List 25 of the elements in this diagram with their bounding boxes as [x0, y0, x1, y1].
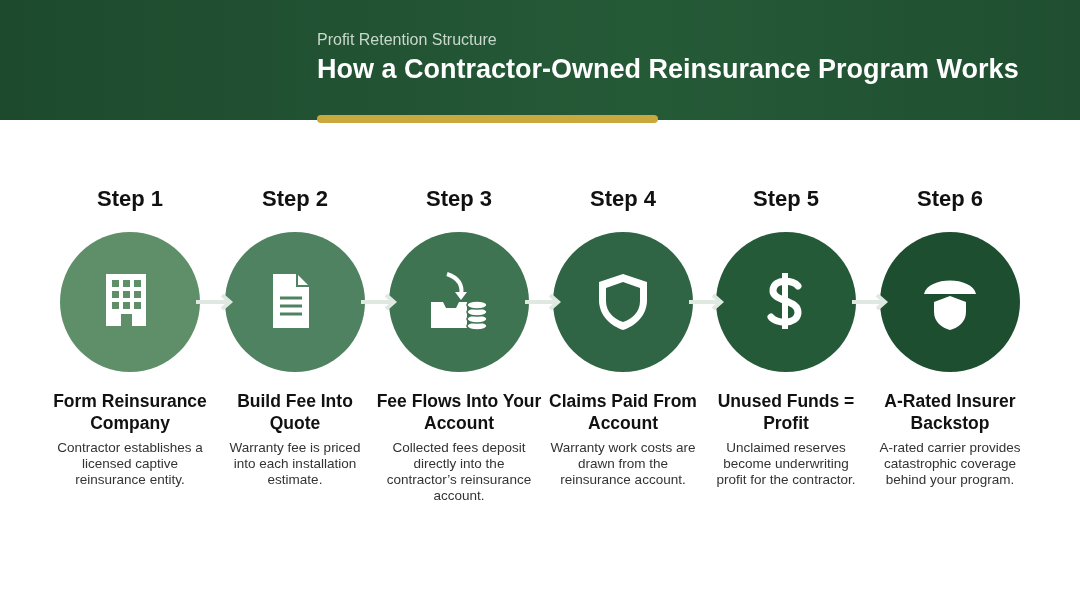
- step-title: Build Fee Into Quote: [236, 390, 354, 434]
- step-description: Contractor establishes a licensed captive reinsurance entity.: [56, 440, 204, 488]
- step-label: Step 4: [589, 186, 657, 212]
- step-label: Step 2: [261, 186, 329, 212]
- step-title: Form Reinsurance Company: [52, 390, 208, 434]
- chevron-arrow: [525, 293, 560, 311]
- step-label: Step 3: [425, 186, 493, 212]
- step-title: A-Rated Insurer Backstop: [883, 390, 1017, 434]
- step-title: Unused Funds = Profit: [716, 390, 856, 434]
- step-description: A-rated carrier provides catastrophic coverage behind your program.: [878, 440, 1022, 488]
- chevron-arrow: [196, 293, 232, 311]
- chevron-arrow: [689, 293, 723, 311]
- step-label: Step 6: [916, 186, 984, 212]
- step-description: Collected fees deposit directly into the contractor’s reinsurance account.: [385, 440, 533, 504]
- chevron-arrow: [361, 293, 396, 311]
- step-label: Step 5: [752, 186, 820, 212]
- step-description: Warranty fee is priced into each installation estimate.: [228, 440, 362, 488]
- step-title: Fee Flows Into Your Account: [375, 390, 543, 434]
- chevron-arrow: [852, 293, 887, 311]
- step-description: Unclaimed reserves become underwriting profit for the contractor.: [715, 440, 857, 488]
- subtitle: Profit Retention Structure: [317, 31, 497, 49]
- step-title: Claims Paid From Account: [548, 390, 698, 434]
- title: How a Contractor-Owned Reinsurance Program Works: [317, 54, 1019, 85]
- step-description: Warranty work costs are drawn from the reinsurance account.: [549, 440, 697, 488]
- step-label: Step 1: [96, 186, 164, 212]
